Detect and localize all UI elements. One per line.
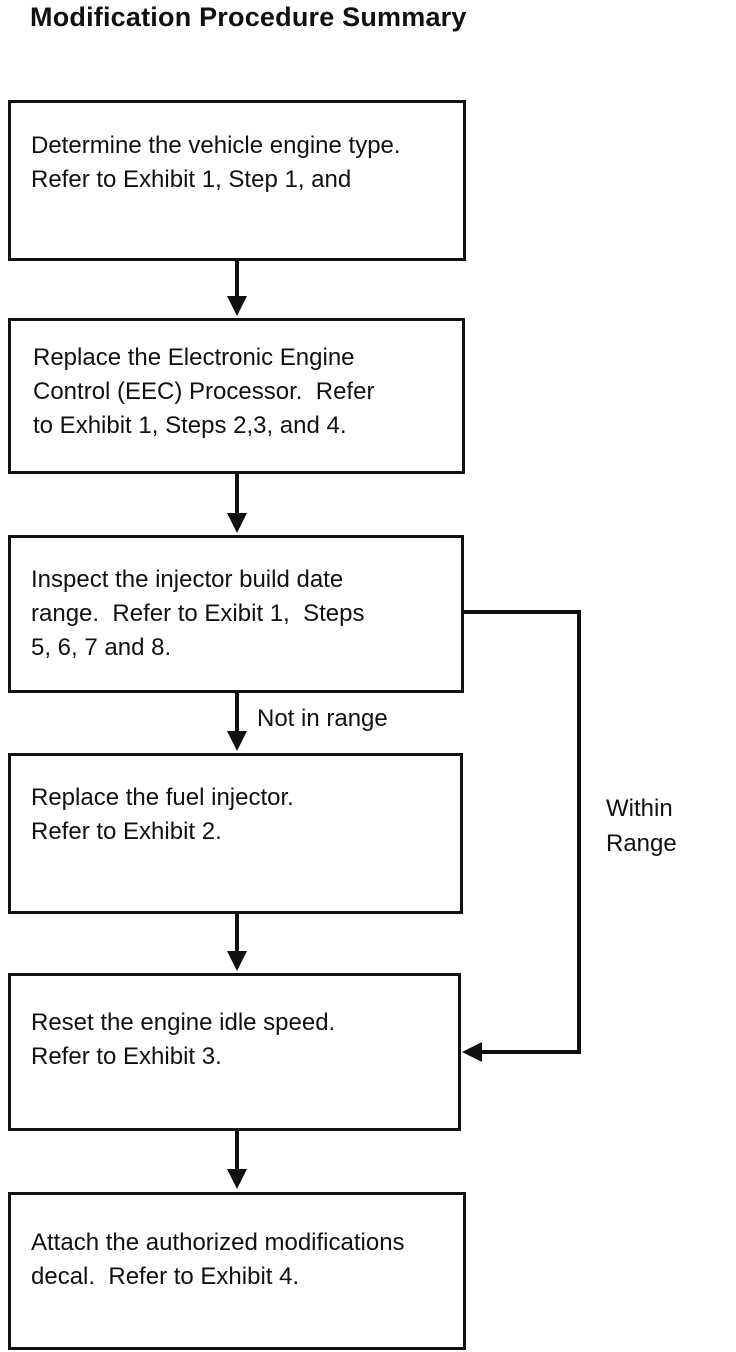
arrow-step5-to-step6 (227, 1128, 247, 1189)
flowchart-box-replace-eec-processor: Replace the Electronic Engine Control (E… (8, 318, 465, 474)
flowchart-box-attach-decal: Attach the authorized modifications deca… (8, 1192, 466, 1350)
arrow-step1-to-step2 (227, 258, 247, 316)
page-title: Modification Procedure Summary (30, 2, 467, 32)
arrow-step3-to-step4-not-in-range (227, 690, 247, 751)
arrow-step4-to-step5 (227, 911, 247, 971)
edge-label-within-range: Within Range (606, 795, 677, 857)
flowchart-box-replace-fuel-injector: Replace the fuel injector. Refer to Exhi… (8, 753, 463, 914)
edge-label-not-in-range: Not in range (257, 705, 388, 732)
flowchart-box-reset-idle-speed: Reset the engine idle speed. Refer to Ex… (8, 973, 461, 1131)
arrow-step2-to-step3 (227, 471, 247, 533)
flowchart-box-determine-engine-type: Determine the vehicle engine type. Refer… (8, 100, 466, 261)
flowchart-box-inspect-injector-date: Inspect the injector build date range. R… (8, 535, 464, 693)
connector-within-range-step3-to-step5 (462, 610, 581, 1062)
